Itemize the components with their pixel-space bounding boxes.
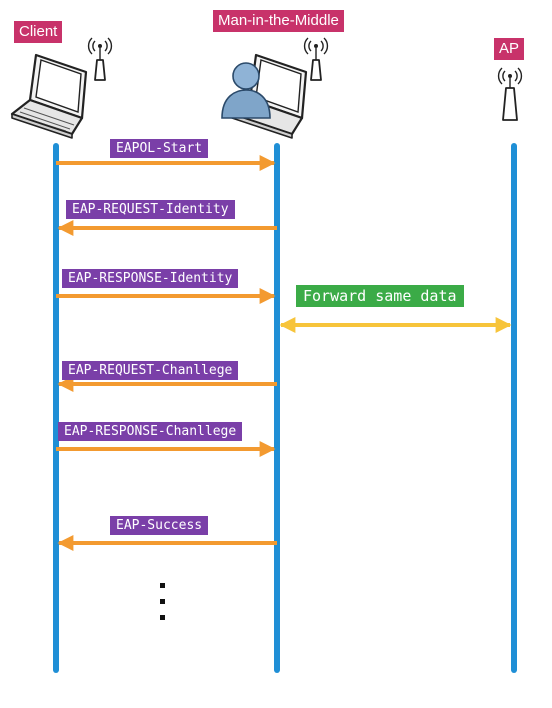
message-label: EAP-RESPONSE-Identity: [62, 269, 239, 288]
message-label: EAP-RESPONSE-Chanllege: [58, 422, 243, 441]
laptop-with-antenna-icon: [10, 37, 113, 139]
message-label: EAPOL-Start: [110, 139, 209, 158]
entity-label-ap: AP: [494, 38, 525, 60]
continuation-ellipsis: [160, 583, 165, 620]
entity-label-mitm: Man-in-the-Middle: [213, 10, 344, 32]
access-point-antenna-icon: [497, 67, 523, 121]
laptop-with-user-and-antenna-icon: [221, 37, 329, 139]
message-label: EAP-REQUEST-Identity: [66, 200, 235, 219]
message-label: EAP-Success: [110, 516, 209, 535]
entity-label-client: Client: [14, 21, 63, 43]
message-label: EAP-REQUEST-Chanllege: [62, 361, 239, 380]
forward-label: Forward same data: [296, 285, 464, 307]
